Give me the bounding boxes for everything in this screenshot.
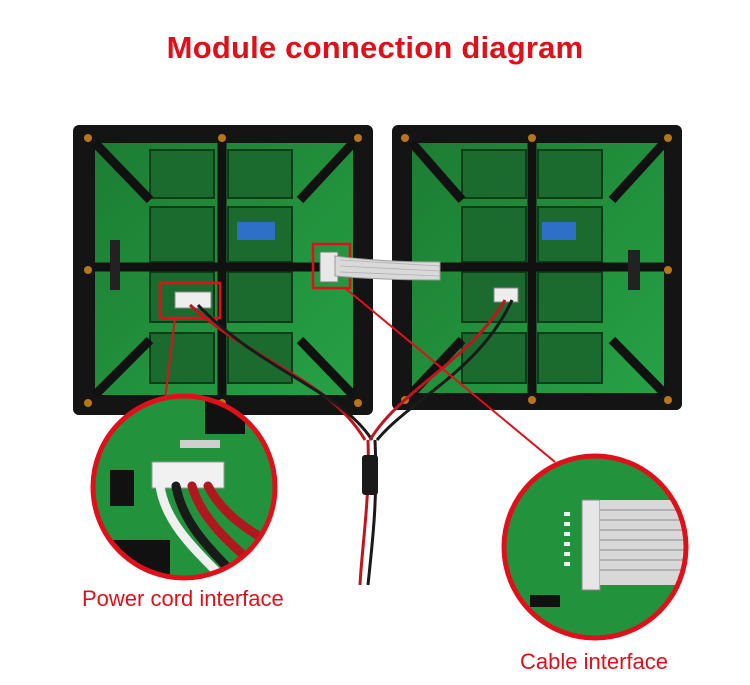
power-cord-label: Power cord interface [82,586,284,611]
power-leader-line [164,317,176,401]
cable-leader-line [344,287,556,463]
power-connector-zoom [90,393,278,581]
cable-interface-label: Cable interface [520,649,668,674]
power-wires [188,299,514,586]
diagram-title: Module connection diagram [166,30,584,65]
cable-connector-zoom [501,453,689,641]
power-highlight-box [158,281,222,320]
left-led-module [73,125,373,415]
right-led-module [392,125,682,410]
